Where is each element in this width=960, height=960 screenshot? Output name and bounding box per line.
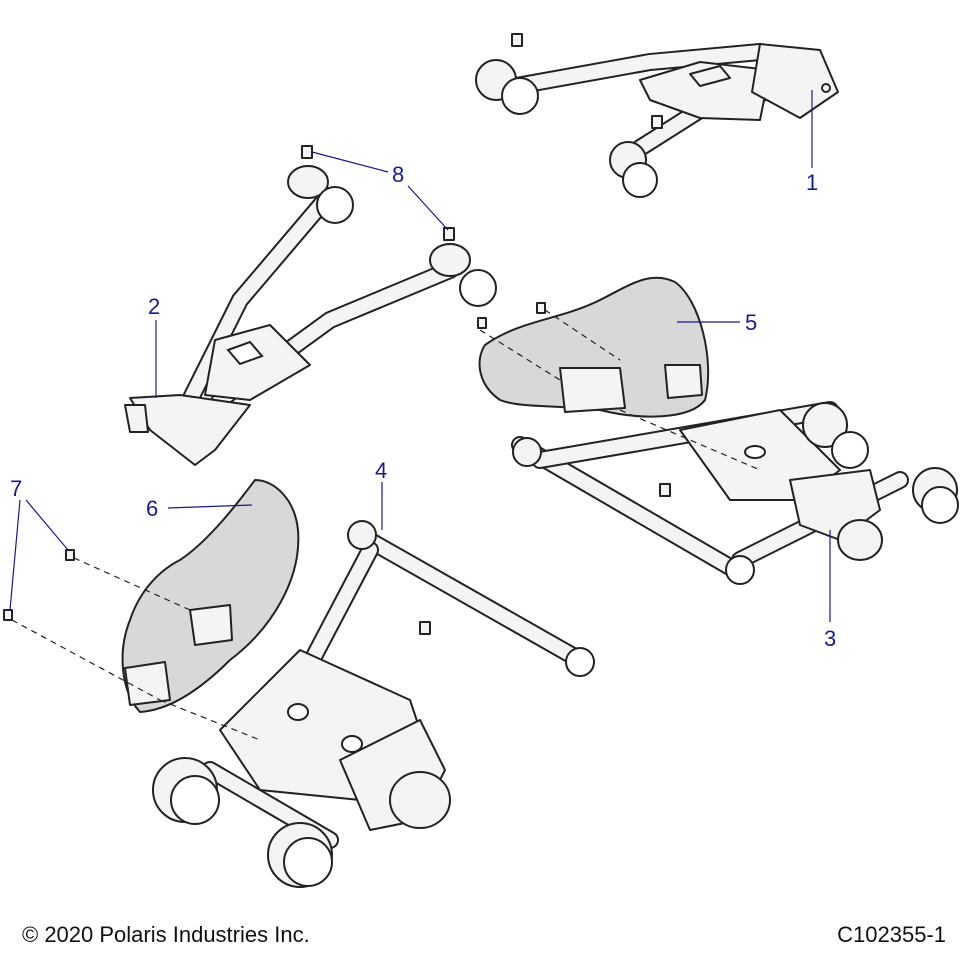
part-5-guard (477, 276, 710, 418)
figure-id: C102355-1 (837, 922, 946, 947)
callout-6: 6 (146, 496, 158, 521)
callout-7: 7 (10, 476, 22, 501)
part-6-guard (3, 479, 300, 713)
copyright-text: © 2020 Polaris Industries Inc. (22, 922, 310, 947)
part-1-upper-a-arm (475, 33, 839, 198)
callout-1: 1 (806, 170, 818, 195)
fastener-alignment-lines (11, 309, 761, 741)
callout-4: 4 (375, 458, 387, 483)
callout-2: 2 (148, 294, 160, 319)
callout-3: 3 (824, 626, 836, 651)
callout-8: 8 (392, 162, 404, 187)
callout-5: 5 (745, 310, 757, 335)
part-4-lower-a-arm (152, 520, 595, 888)
part-2-upper-a-arm (124, 145, 497, 466)
part-3-lower-a-arm (511, 401, 959, 585)
leader-lines (9, 90, 831, 622)
